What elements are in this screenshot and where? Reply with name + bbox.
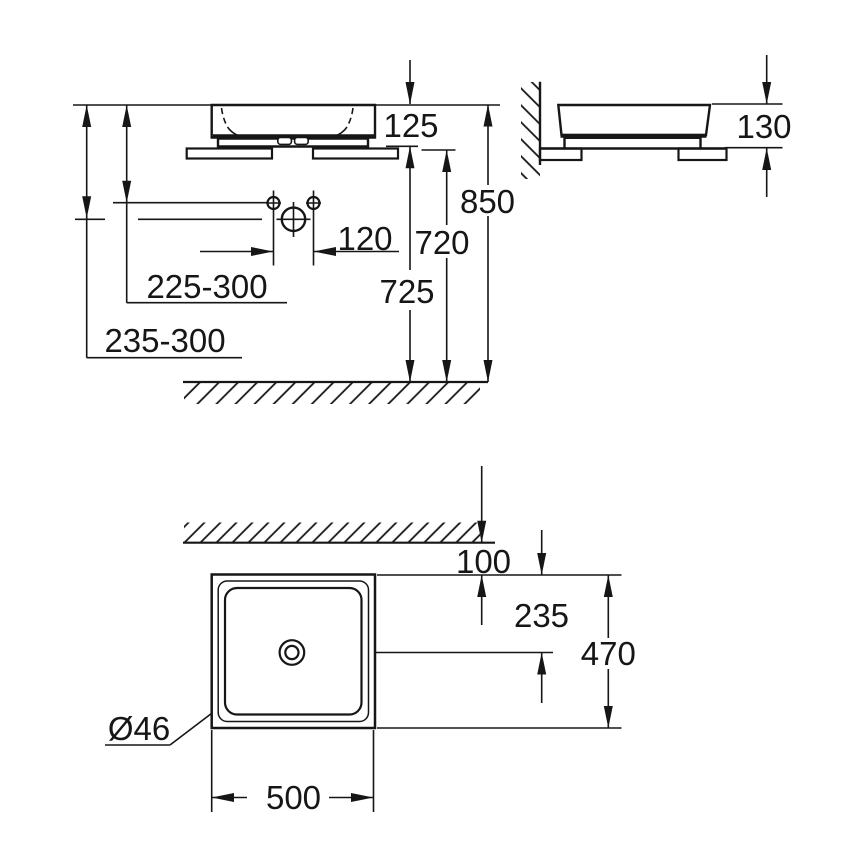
plan-basin-rim	[217, 580, 370, 723]
side-wall-hatch	[521, 82, 540, 179]
front-drain-fitting-left	[276, 136, 293, 146]
front-counter-right-hatch	[311, 147, 400, 160]
dim-label-720: 720	[414, 224, 469, 261]
plan-wall-hatch	[184, 522, 480, 543]
front-view: 125 850 720 725 120 225-300 235-300	[73, 60, 515, 404]
dim-label-120: 120	[337, 220, 392, 257]
plan-drain-outer	[278, 639, 306, 666]
dim-label-225-300: 225-300	[146, 268, 267, 305]
side-arrowheads	[762, 82, 772, 170]
plan-view: 100 235 470 500 Ø46	[105, 466, 636, 816]
side-dimension-lines	[712, 55, 783, 197]
dim-label-470: 470	[581, 635, 636, 672]
front-bowl-curves-dashed	[220, 107, 354, 128]
dim-label-850: 850	[460, 183, 515, 220]
dim-label-drain-diameter: Ø46	[108, 710, 170, 747]
dim-label-130: 130	[736, 108, 791, 145]
dim-label-235-300: 235-300	[104, 322, 225, 359]
front-tap-hole-right	[306, 195, 321, 211]
plan-drain-inner	[284, 644, 300, 661]
side-view: 130	[521, 55, 792, 197]
front-counter-left-hatch	[185, 147, 274, 160]
side-counter-right-hatch	[677, 147, 728, 162]
side-counter-left-hatch	[538, 147, 583, 162]
dim-label-500: 500	[266, 779, 321, 816]
dim-label-235: 235	[514, 597, 569, 634]
front-drain-hole	[280, 206, 307, 233]
dim-label-725: 725	[379, 273, 434, 310]
side-basin-outline	[538, 81, 727, 165]
front-tap-hole-left	[266, 195, 281, 211]
plan-basin-bowl	[223, 586, 363, 716]
front-floor-hatch	[184, 383, 480, 404]
dim-label-125: 125	[383, 107, 438, 144]
dim-label-100: 100	[456, 543, 511, 580]
front-basin-outline	[210, 103, 377, 148]
front-drain-fitting-right	[293, 136, 310, 146]
